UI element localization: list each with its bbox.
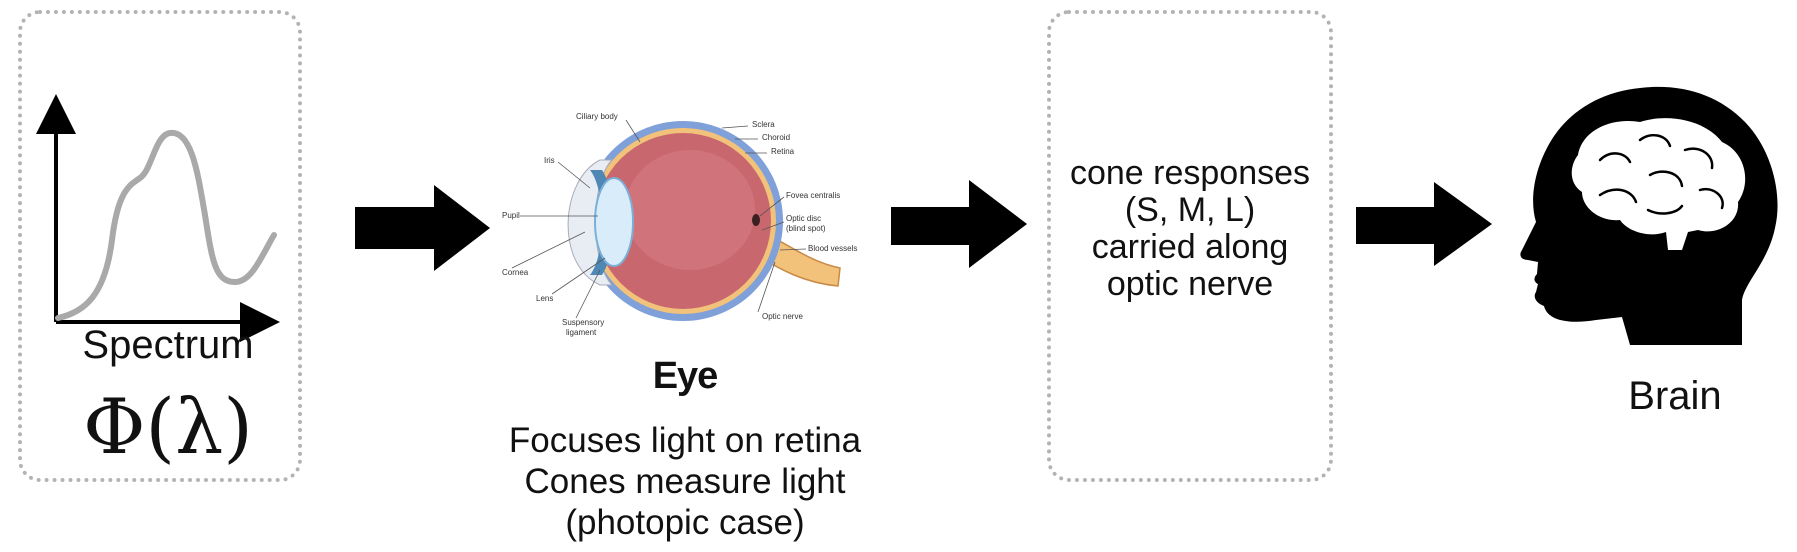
- label-blood-vessels: Blood vessels: [808, 244, 858, 253]
- label-optic-nerve: Optic nerve: [762, 312, 803, 321]
- label-suspensory: Suspensory: [562, 318, 605, 327]
- label-retina: Retina: [771, 147, 795, 156]
- cone-text-line: cone responses: [1069, 154, 1311, 192]
- cone-text-line: optic nerve: [1106, 265, 1274, 303]
- cone-text-line: carried along: [1091, 228, 1289, 266]
- label-optic-disc: Optic disc: [786, 214, 822, 223]
- spectrum-curve: [55, 129, 277, 321]
- eye-title: Eye: [652, 355, 719, 397]
- cone-response-panel: [1047, 10, 1333, 482]
- brain-label: Brain: [1628, 374, 1722, 418]
- spectrum-symbol: Φ(λ): [83, 382, 253, 471]
- label-cornea: Cornea: [502, 268, 529, 277]
- label-iris: Iris: [544, 156, 555, 165]
- label-pupil: Pupil: [502, 211, 520, 220]
- eye-desc-line: Focuses light on retina: [508, 421, 862, 460]
- spectrum-panel: [18, 10, 302, 482]
- label-lens: Lens: [536, 294, 554, 303]
- label-sclera: Sclera: [752, 120, 775, 129]
- spectrum-label: Spectrum: [82, 323, 254, 367]
- label-ciliary-body: Ciliary body: [576, 112, 618, 121]
- label-ligament: ligament: [566, 328, 597, 337]
- label-choroid: Choroid: [762, 133, 791, 142]
- eye-desc-line: Cones measure light: [524, 462, 846, 501]
- lens-shape: [594, 177, 634, 267]
- label-fovea: Fovea centralis: [786, 191, 841, 200]
- cone-text-line: (S, M, L): [1124, 191, 1256, 229]
- eye-description: Focuses light on retina Cones measure li…: [440, 420, 930, 543]
- label-blind-spot: (blind spot): [786, 224, 826, 233]
- cone-response-text: cone responses (S, M, L) carried along o…: [1040, 155, 1340, 303]
- eye-desc-line: (photopic case): [565, 503, 805, 542]
